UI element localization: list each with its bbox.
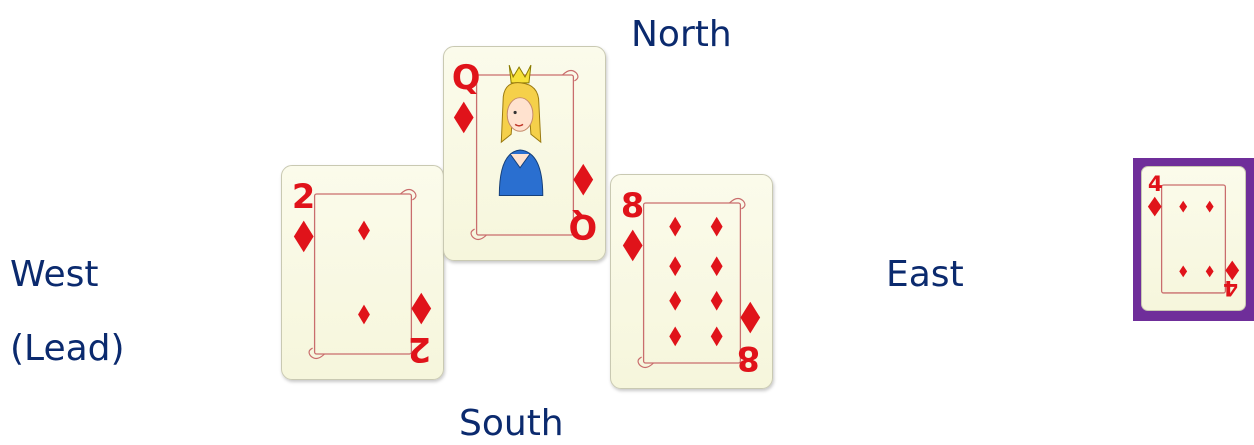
diamond-suit-icon — [740, 302, 760, 334]
south-label: South — [459, 406, 564, 442]
card-rank-bottom: 4 — [1223, 275, 1238, 300]
diamond-pip-icon — [358, 305, 370, 325]
diamond-suit-icon — [411, 293, 431, 325]
west-lead-note: (Lead) — [10, 331, 125, 367]
diamond-suit-icon — [573, 164, 593, 196]
diamond-pip-icon — [1206, 201, 1214, 213]
diamond-pip-icon — [711, 256, 723, 276]
eight-of-diamonds-face: 8 8 — [611, 175, 772, 388]
west-label: West — [10, 257, 99, 293]
west-played-card: 2 2 — [281, 165, 444, 380]
queen-portrait-icon — [499, 65, 542, 195]
card-rank-bottom: 2 — [408, 330, 431, 369]
diamond-suit-icon — [623, 230, 643, 262]
card-rank-bottom: Q — [569, 207, 598, 246]
diamond-pip-icon — [1206, 265, 1214, 277]
card-rank-bottom: 8 — [737, 339, 760, 378]
card-rank-top: 8 — [621, 186, 644, 225]
diamond-pip-icon — [1179, 265, 1187, 277]
diamond-pip-icon — [711, 291, 723, 311]
diamond-pip-icon — [1179, 201, 1187, 213]
queen-of-diamonds-face: Q Q — [444, 47, 605, 260]
north-label: North — [631, 17, 732, 53]
diamond-pip-icon — [358, 221, 370, 241]
diamond-pip-icon — [669, 217, 681, 237]
east-label: East — [886, 257, 964, 293]
diamond-suit-icon — [294, 221, 314, 253]
diamond-pip-icon — [669, 326, 681, 346]
card-rank-top: Q — [452, 58, 481, 97]
diamond-pip-icon — [669, 256, 681, 276]
diamond-suit-icon — [454, 102, 474, 134]
east-hand-highlighted-card[interactable]: 4 4 — [1133, 158, 1254, 321]
diamond-suit-icon — [1148, 197, 1162, 217]
four-of-diamonds-face: 4 4 — [1142, 167, 1245, 310]
north-played-card: Q Q — [443, 46, 606, 261]
east-played-card: 8 8 — [610, 174, 773, 389]
diamond-pip-icon — [669, 291, 681, 311]
four-of-diamonds-card[interactable]: 4 4 — [1141, 166, 1246, 311]
diamond-pip-icon — [711, 217, 723, 237]
card-rank-top: 4 — [1148, 172, 1163, 197]
diamond-pip-icon — [711, 326, 723, 346]
two-of-diamonds-face: 2 2 — [282, 166, 443, 379]
card-rank-top: 2 — [292, 177, 315, 216]
